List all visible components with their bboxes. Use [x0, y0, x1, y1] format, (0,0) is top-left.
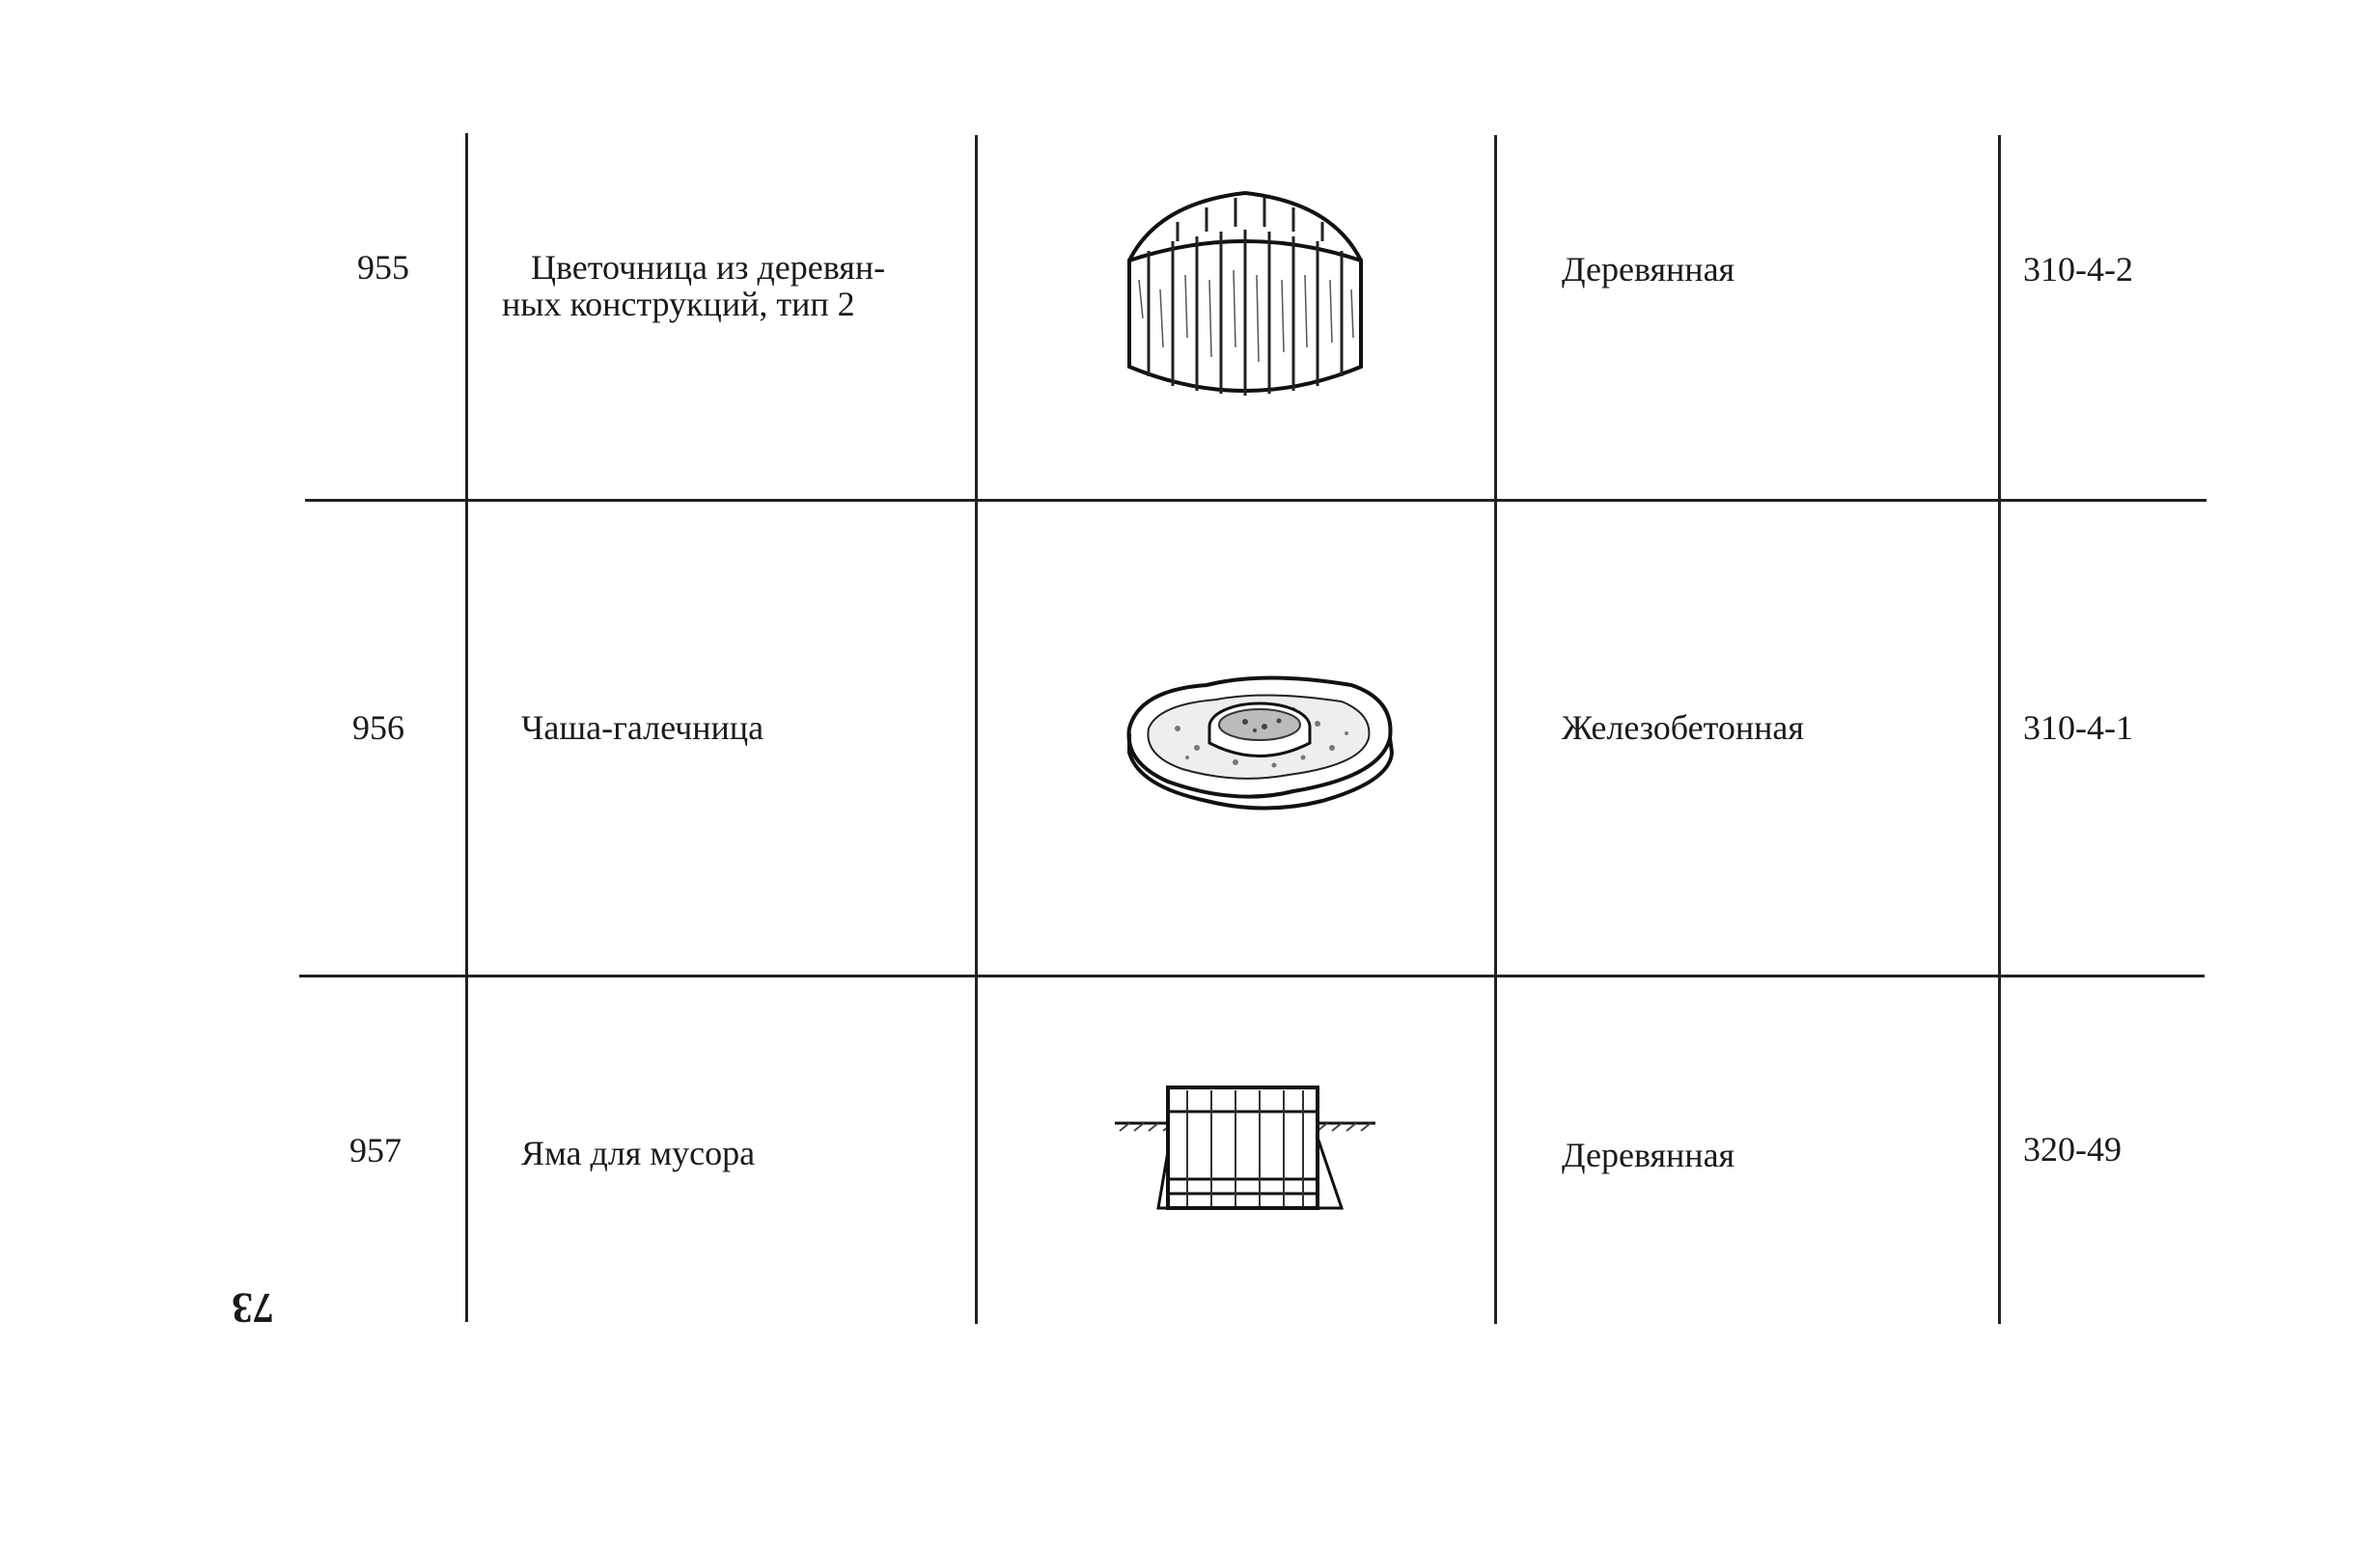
row-material: Деревянная [1562, 250, 1735, 289]
row-description: Цветочница из деревян- ных конструкций, … [502, 249, 936, 322]
row-code: 310-4-2 [2023, 250, 2133, 289]
row-description: Чаша-галечница [521, 708, 764, 747]
description-line: Цветочница из деревян- [531, 248, 886, 287]
garbage-pit-drawing-icon [1115, 1083, 1385, 1227]
page-number: 73 [232, 1284, 274, 1332]
row-material: Железобетонная [1562, 708, 1804, 747]
pebble-bowl-drawing-icon [1120, 661, 1400, 820]
column-rule [465, 133, 468, 1322]
wooden-flower-box-drawing-icon [1120, 183, 1371, 410]
row-description: Яма для мусора [521, 1134, 756, 1172]
column-rule [1494, 135, 1497, 1324]
row-rule [299, 975, 2205, 977]
row-rule [305, 499, 2206, 502]
row-code: 310-4-1 [2023, 708, 2133, 747]
row-number: 956 [352, 708, 404, 747]
row-material: Деревянная [1562, 1136, 1735, 1174]
description-line: ных конструкций, тип 2 [502, 285, 855, 323]
row-number: 955 [357, 248, 409, 287]
column-rule [975, 135, 978, 1324]
column-rule [1998, 135, 2001, 1324]
row-code: 320-49 [2023, 1130, 2122, 1169]
row-number: 957 [349, 1131, 402, 1169]
